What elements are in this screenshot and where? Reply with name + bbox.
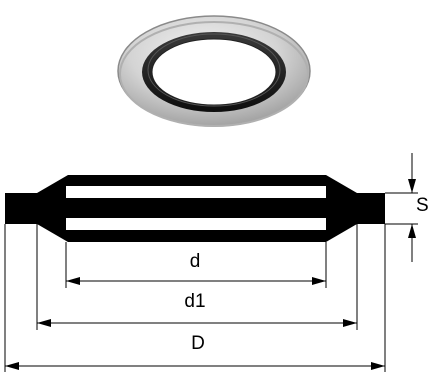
arrow-d-right: [312, 277, 326, 285]
washer-bar-left: [5, 193, 38, 224]
label-d1: d1: [184, 291, 205, 312]
dimension-d: d: [66, 251, 326, 285]
center-hole: [151, 38, 277, 106]
seal-cross-section: [5, 175, 385, 242]
arrow-D-left: [5, 362, 19, 370]
arrow-d1-right: [343, 319, 357, 327]
arrow-d-left: [66, 277, 80, 285]
metal-ring-edge: [119, 21, 309, 127]
arrow-d1-left: [37, 319, 51, 327]
slot-lower: [66, 218, 326, 230]
label-d: d: [190, 251, 201, 272]
label-s: S: [416, 195, 428, 216]
washer-bar-right: [352, 193, 385, 224]
arrow-s-top: [408, 179, 416, 193]
rubber-seal-highlight: [147, 33, 281, 107]
arrow-D-right: [371, 362, 385, 370]
label-D: D: [191, 333, 205, 354]
dimension-s: S: [408, 153, 428, 262]
dimension-d1: d1: [37, 291, 357, 327]
dimension-D: D: [5, 333, 385, 370]
arrow-s-bottom: [408, 224, 416, 238]
rubber-profile: [37, 175, 357, 242]
seal-illustration: [117, 15, 311, 127]
extension-lines: [4, 192, 418, 372]
slot-upper: [66, 186, 326, 198]
